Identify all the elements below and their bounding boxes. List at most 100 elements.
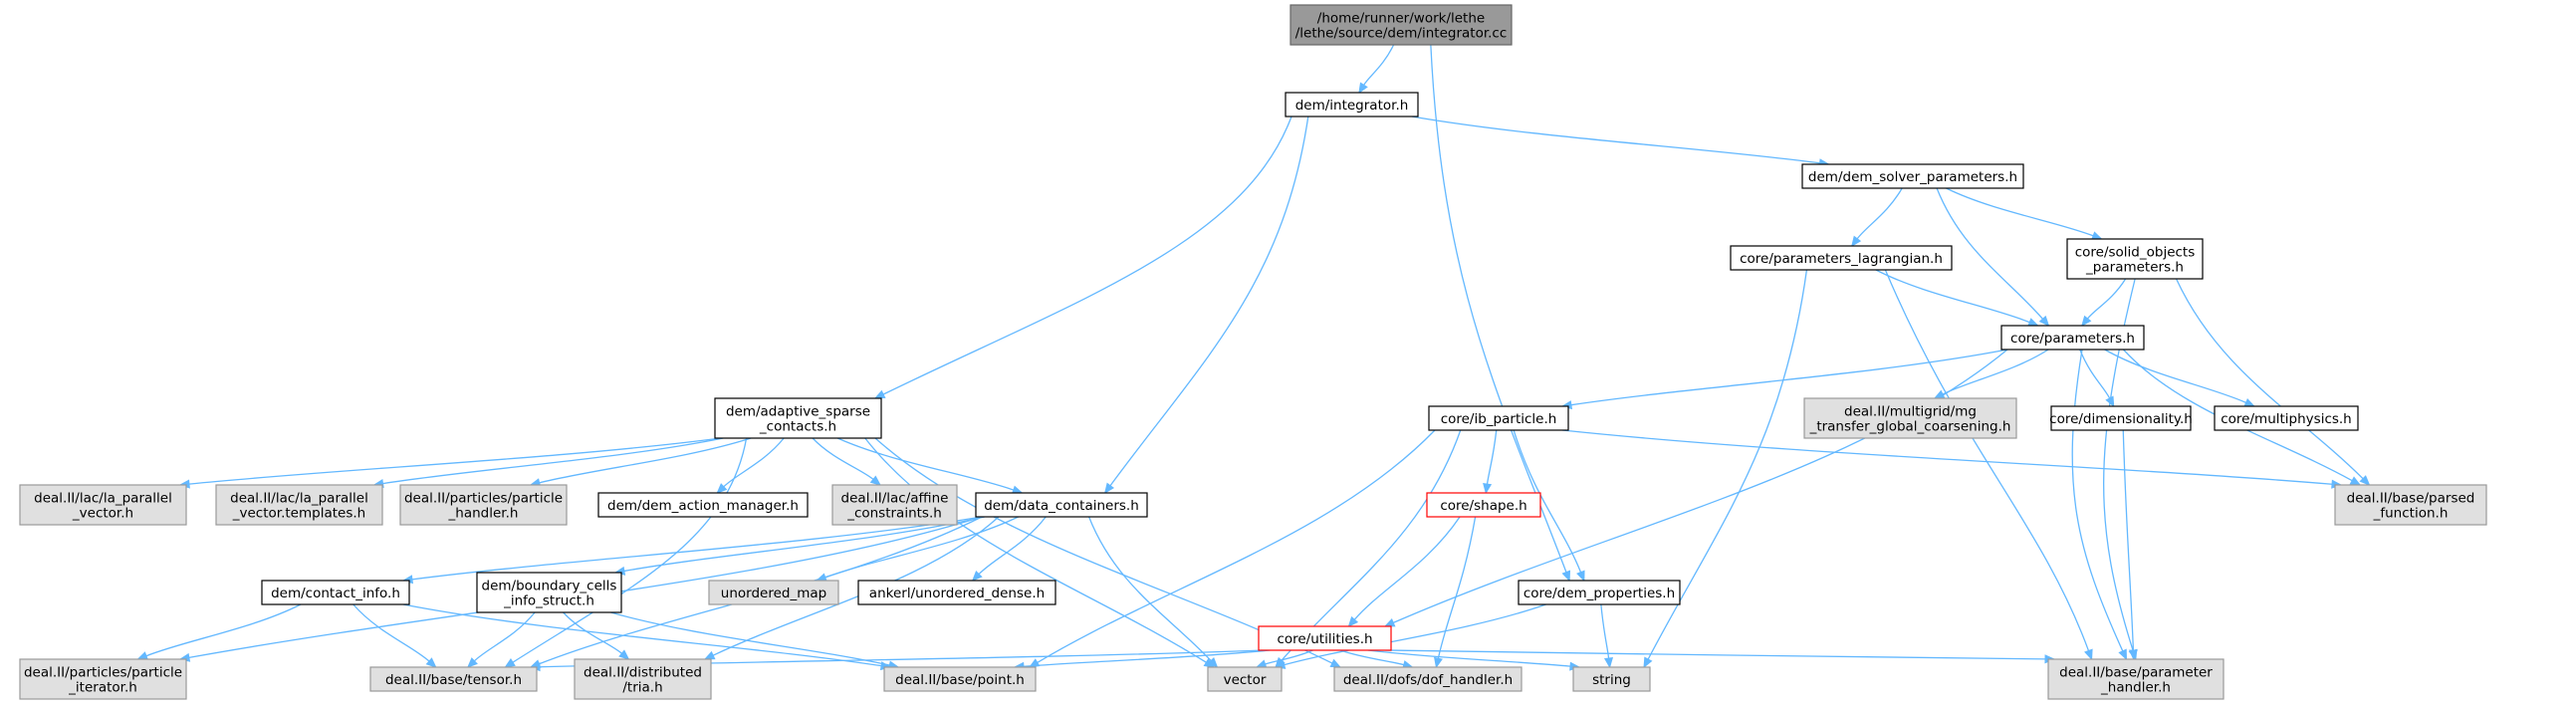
node-label-line: deal.II/base/parsed — [2347, 491, 2475, 507]
node-label-line: _info_struct.h — [503, 593, 594, 609]
node-label-line: dem/boundary_cells — [482, 579, 617, 594]
edge-dem_properties-to-vector — [1284, 603, 1546, 666]
edge-integrator_h-to-dem_solver_parameters — [1411, 116, 1820, 164]
edge-boundary_cells_info_struct-to-distributed_tria — [563, 611, 622, 654]
node-dem-solver-parameters[interactable]: dem/dem_solver_parameters.h — [1801, 163, 2024, 189]
node-label-line: _vector.h — [72, 506, 133, 522]
edge-arrowhead — [1603, 657, 1614, 669]
node-label-line: vector — [1224, 672, 1267, 688]
edge-ib_particle-to-shape — [1486, 429, 1498, 485]
node-unordered-dense[interactable]: ankerl/unordered_dense.h — [857, 580, 1056, 605]
edge-dem_solver_parameters-to-parameters — [1936, 187, 2043, 320]
node-box — [574, 658, 712, 700]
node-parameters-lagrangian[interactable]: core/parameters_lagrangian.h — [1730, 245, 1953, 271]
node-dem-action-manager[interactable]: dem/dem_action_manager.h — [597, 492, 809, 518]
node-unordered-map[interactable]: unordered_map — [708, 580, 839, 605]
edge-parameters-to-parameter_handler — [2071, 349, 2124, 652]
node-label-line: deal.II/base/parameter — [2059, 665, 2213, 681]
node-label-line: deal.II/multigrid/mg — [1844, 404, 1977, 420]
edge-adaptive_sparse_contacts-to-data_containers — [836, 437, 1015, 491]
node-point[interactable]: deal.II/base/point.h — [883, 666, 1037, 692]
edge-utilities-to-parameter_handler — [1384, 649, 2046, 660]
edge-arrowhead — [618, 649, 630, 660]
edge-data_containers-to-vector — [1087, 516, 1212, 661]
node-distributed-tria[interactable]: deal.II/distributed/tria.h — [574, 658, 712, 700]
edge-contact_info-to-particle_iterator — [145, 603, 302, 657]
node-vector[interactable]: vector — [1207, 666, 1283, 692]
node-data-containers[interactable]: dem/data_containers.h — [975, 492, 1148, 518]
node-integrator-cc[interactable]: /home/runner/work/lethe/lethe/source/dem… — [1289, 4, 1513, 46]
node-solid-objects-parameters[interactable]: core/solid_objects_parameters.h — [2066, 238, 2204, 280]
node-shape[interactable]: core/shape.h — [1426, 492, 1541, 518]
node-label-line: core/ib_particle.h — [1441, 411, 1557, 427]
edge-arrowhead — [869, 475, 881, 486]
edge-data_containers-to-unordered_dense — [978, 516, 1047, 576]
node-label-line: core/shape.h — [1440, 498, 1526, 514]
edge-arrowhead — [716, 483, 728, 494]
edge-parameters_lagrangian-to-string — [1647, 269, 1808, 660]
edge-arrowhead — [2081, 315, 2092, 328]
node-mg-transfer[interactable]: deal.II/multigrid/mg_transfer_global_coa… — [1803, 397, 2017, 439]
edge-parameters-to-mg_transfer — [1942, 349, 2049, 395]
node-affine-constraints[interactable]: deal.II/lac/affine_constraints.h — [831, 484, 958, 526]
edge-parameters-to-dimensionality — [2079, 349, 2111, 399]
node-particle-handler[interactable]: deal.II/particles/particle_handler.h — [399, 484, 568, 526]
node-box — [2334, 484, 2487, 526]
node-label-line: unordered_map — [721, 586, 826, 601]
edge-arrowhead — [2084, 648, 2093, 661]
edge-arrowhead — [136, 651, 149, 660]
edge-arrowhead — [2118, 648, 2128, 661]
node-box — [1518, 580, 1681, 605]
node-parameters[interactable]: core/parameters.h — [2000, 325, 2145, 351]
edge-arrowhead — [1483, 482, 1493, 495]
node-label-line: /lethe/source/dem/integrator.cc — [1295, 26, 1508, 42]
edge-arrowhead — [1576, 570, 1585, 583]
node-dem-properties[interactable]: core/dem_properties.h — [1518, 580, 1681, 605]
node-label-line: core/parameters_lagrangian.h — [1740, 251, 1943, 267]
node-label-line: _contacts.h — [759, 419, 836, 435]
edge-parameters_lagrangian-to-parameter_handler — [1884, 269, 2090, 651]
edge-contact_info-to-tensor — [352, 603, 430, 662]
edge-solid_objects_parameters-to-parameters — [2086, 278, 2127, 320]
edge-shape-to-dof_handler — [1437, 516, 1477, 659]
node-label-line: dem/dem_solver_parameters.h — [1808, 169, 2017, 185]
edge-ib_particle-to-point — [1037, 429, 1436, 663]
node-parsed-function[interactable]: deal.II/base/parsed_function.h — [2334, 484, 2487, 526]
node-boundary-cells-info-struct[interactable]: dem/boundary_cells_info_struct.h — [476, 572, 622, 613]
node-label-line: _function.h — [2373, 506, 2449, 522]
node-box — [369, 666, 538, 692]
edge-arrowhead — [2243, 397, 2256, 407]
node-label-line: dem/contact_info.h — [271, 586, 400, 601]
node-box — [476, 572, 622, 613]
edge-arrowhead — [1851, 235, 1862, 248]
edge-arrowhead — [1561, 570, 1571, 583]
node-particle-iterator[interactable]: deal.II/particles/particle_iterator.h — [19, 658, 187, 700]
edge-adaptive_sparse_contacts-to-vector — [864, 437, 1207, 663]
edge-arrowhead — [1358, 82, 1368, 95]
node-label-line: deal.II/particles/particle — [404, 491, 563, 507]
edge-dimensionality-to-parameter_handler — [2122, 429, 2135, 651]
node-tensor[interactable]: deal.II/base/tensor.h — [369, 666, 538, 692]
edge-arrowhead — [1383, 618, 1396, 627]
node-box — [215, 484, 383, 526]
node-dof-handler[interactable]: deal.II/dofs/dof_handler.h — [1333, 666, 1522, 692]
edge-dem_properties-to-string — [1600, 603, 1610, 659]
edge-parameters-to-ib_particle — [1570, 349, 2008, 406]
node-utilities[interactable]: core/utilities.h — [1258, 625, 1392, 651]
node-ib-particle[interactable]: core/ib_particle.h — [1428, 405, 1569, 431]
node-label-line: dem/data_containers.h — [984, 498, 1139, 514]
node-la-parallel-vector-templates[interactable]: deal.II/lac/la_parallel_vector.templates… — [215, 484, 383, 526]
edge-utilities-to-point — [1023, 649, 1271, 667]
node-multiphysics[interactable]: core/multiphysics.h — [2214, 405, 2359, 431]
node-integrator-h[interactable]: dem/integrator.h — [1285, 92, 1419, 118]
node-adaptive-sparse-contacts[interactable]: dem/adaptive_sparse_contacts.h — [714, 397, 882, 439]
node-parameter-handler[interactable]: deal.II/base/parameter_handler.h — [2047, 658, 2225, 700]
node-box — [1285, 92, 1419, 118]
node-string[interactable]: string — [1572, 666, 1651, 692]
node-layer: /home/runner/work/lethe/lethe/source/dem… — [19, 4, 2487, 700]
node-box — [2066, 238, 2204, 280]
node-la-parallel-vector[interactable]: deal.II/lac/la_parallel_vector.h — [19, 484, 187, 526]
node-dimensionality[interactable]: core/dimensionality.h — [2049, 405, 2193, 431]
node-contact-info[interactable]: dem/contact_info.h — [261, 580, 410, 605]
node-label-line: /tria.h — [622, 680, 662, 696]
